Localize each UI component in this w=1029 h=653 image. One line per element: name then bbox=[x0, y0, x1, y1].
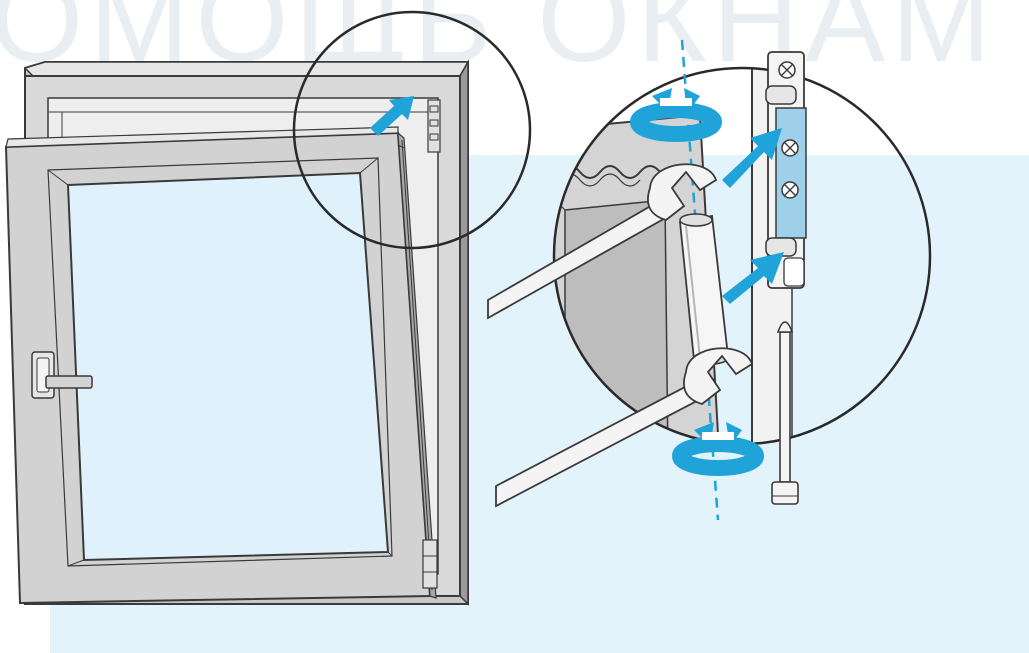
upward-arrow-icon bbox=[370, 96, 414, 136]
window-sash bbox=[4, 126, 437, 605]
frame-top-hinge bbox=[427, 99, 441, 153]
frame-bottom-hinge bbox=[422, 539, 438, 589]
insert-arrow-upper-icon bbox=[722, 128, 782, 188]
wrench-lower-icon bbox=[495, 347, 754, 508]
window-handle-icon bbox=[31, 351, 93, 399]
rotate-arrow-bottom-icon bbox=[672, 422, 764, 476]
zoom-magnifier-circle bbox=[292, 10, 532, 250]
hinge-pin-icon bbox=[771, 321, 799, 505]
rotate-arrow-top-icon bbox=[630, 88, 722, 142]
insert-arrow-lower-icon bbox=[722, 252, 784, 304]
window-glass bbox=[66, 171, 390, 562]
hinge-plate-icon bbox=[765, 51, 807, 289]
wrench-upper-icon bbox=[487, 163, 718, 320]
